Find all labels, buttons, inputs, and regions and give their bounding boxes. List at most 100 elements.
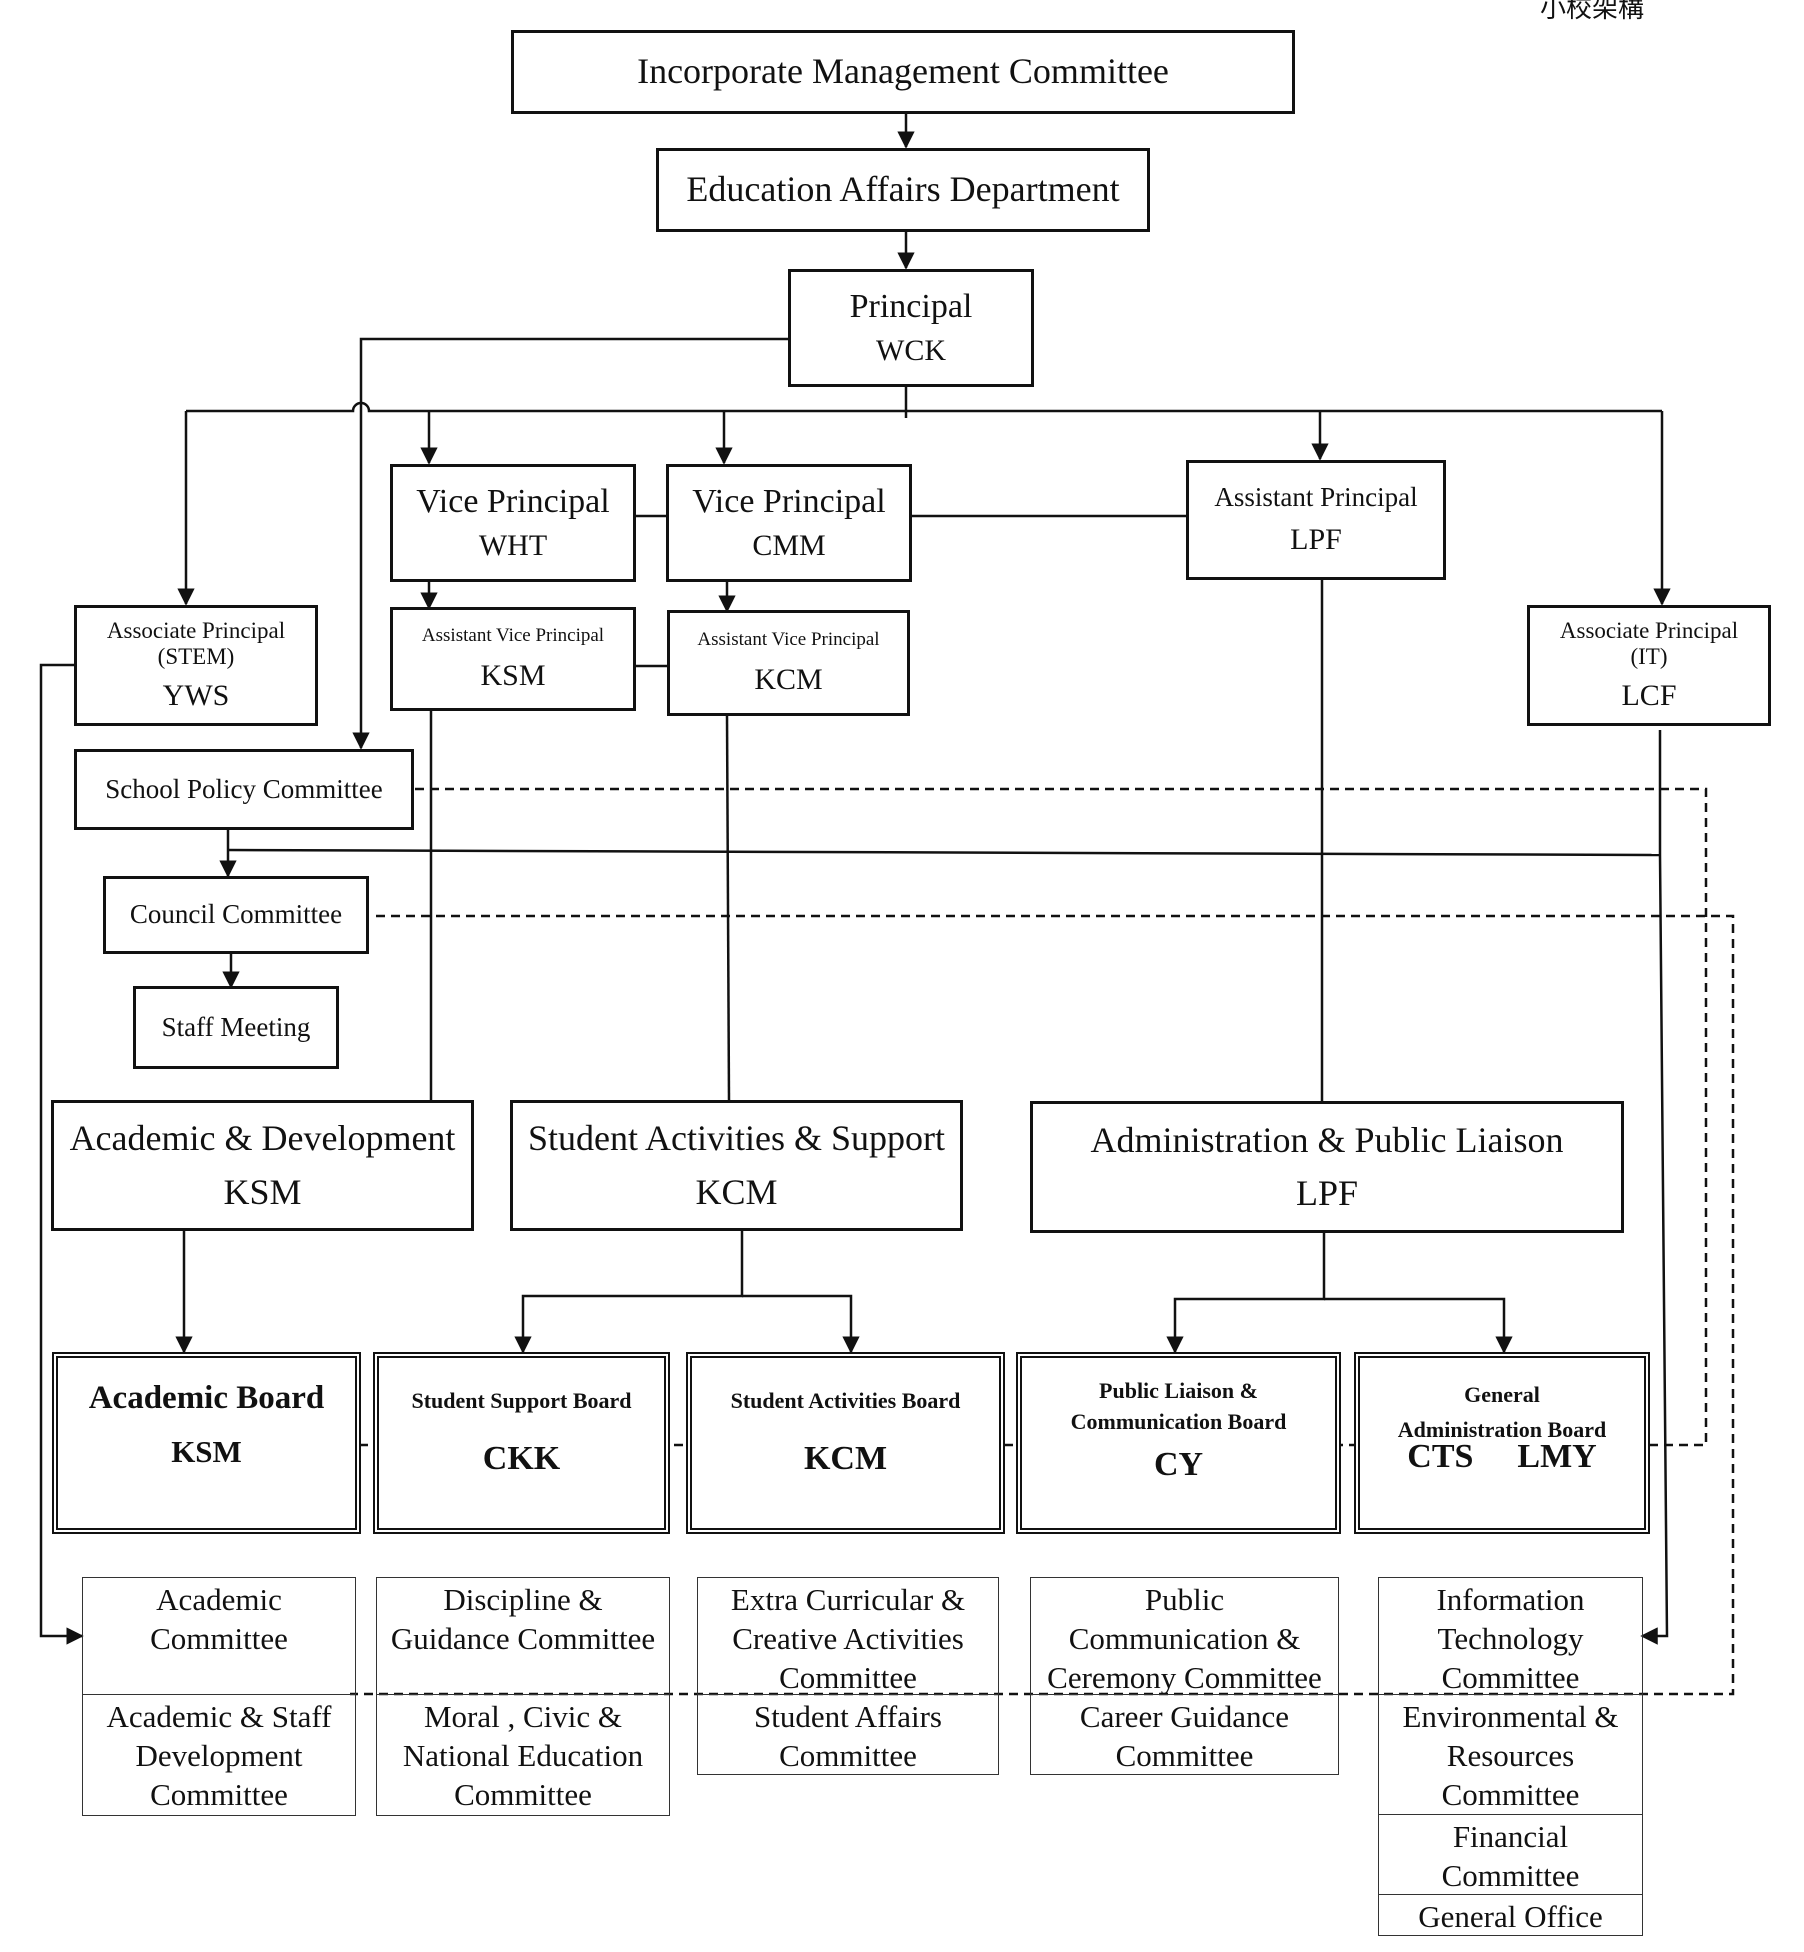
committee-line: Information [1436, 1582, 1585, 1617]
moral-civic-national-education-committee: Moral , Civic & National Education Commi… [376, 1694, 670, 1816]
extra-curricular-creative-activities-committee: Extra Curricular & Creative Activities C… [697, 1577, 999, 1695]
committee-line: Communication & [1068, 1621, 1301, 1656]
division-student-activities-support: Student Activities & Support KCM [510, 1100, 963, 1231]
board-title: Academic Board [88, 1380, 325, 1416]
division-academic-development: Academic & Development KSM [51, 1100, 474, 1231]
committee-line: Environmental & [1402, 1699, 1619, 1734]
board-title-line-1: General [1464, 1382, 1540, 1407]
associate-principal-name: LCF [1621, 678, 1677, 712]
career-guidance-committee: Career Guidance Committee [1030, 1694, 1339, 1775]
vice-principal-title: Vice Principal [692, 483, 886, 521]
board-names: CTS LMY [1407, 1437, 1596, 1476]
committee-line: Committee [1441, 1777, 1580, 1812]
division-administration-public-liaison: Administration & Public Liaison LPF [1030, 1101, 1624, 1233]
board-title: Student Activities Board [730, 1388, 961, 1413]
committee-line: General Office [1418, 1899, 1603, 1934]
associate-principal-title: Associate Principal [106, 617, 286, 643]
board-title-line-1: Public Liaison & [1099, 1378, 1258, 1403]
committee-line: Committee [454, 1777, 592, 1812]
associate-principal-title: Associate Principal [1559, 617, 1739, 643]
associate-principal-sub: (STEM) [157, 644, 235, 670]
information-technology-committee: Information Technology Committee [1378, 1577, 1643, 1695]
school-policy-committee-label: School Policy Committee [105, 773, 383, 804]
committee-line: Creative Activities [732, 1621, 964, 1656]
committee-line: Committee [150, 1621, 288, 1656]
student-activities-board: Student Activities Board KCM [686, 1352, 1005, 1534]
division-title: Student Activities & Support [527, 1118, 945, 1159]
assistant-vice-principal-title: Assistant Vice Principal [421, 624, 605, 646]
board-name: KSM [171, 1433, 242, 1469]
board-title-line-2: Administration Board [1397, 1417, 1607, 1443]
staff-meeting-label: Staff Meeting [161, 1011, 311, 1042]
committee-line: Committee [1441, 1660, 1580, 1695]
committee-line: Academic & Staff [106, 1699, 332, 1734]
incorporate-management-committee-box: Incorporate Management Committee [511, 30, 1295, 114]
discipline-guidance-committee: Discipline & Guidance Committee [376, 1577, 670, 1695]
committee-line: Committee [1441, 1858, 1580, 1893]
vice-principal-name: WHT [478, 529, 548, 563]
associate-principal-stem-box: Associate Principal (STEM) YWS [74, 605, 318, 726]
assistant-principal-box: Assistant Principal LPF [1186, 460, 1446, 580]
environmental-resources-committee: Environmental & Resources Committee [1378, 1694, 1643, 1815]
committee-line: Committee [779, 1738, 917, 1773]
vice-principal-wht-box: Vice Principal WHT [390, 464, 636, 582]
committee-line: Committee [1115, 1738, 1254, 1773]
assistant-vice-principal-name: KSM [480, 658, 546, 692]
committee-line: Discipline & [443, 1582, 603, 1617]
general-administration-board: General Administration Board CTS LMY [1354, 1352, 1650, 1534]
associate-principal-name: YWS [162, 678, 230, 712]
academic-board: Academic Board KSM [52, 1352, 361, 1534]
committee-line: Moral , Civic & [423, 1699, 623, 1734]
committee-line: Academic [156, 1582, 282, 1617]
public-liaison-communication-board: Public Liaison & Communication Board CY [1016, 1352, 1341, 1534]
board-name: CKK [482, 1440, 561, 1478]
committee-line: Ceremony Committee [1047, 1660, 1322, 1695]
education-affairs-department-label: Education Affairs Department [686, 169, 1120, 210]
incorporate-management-committee-label: Incorporate Management Committee [637, 51, 1169, 92]
principal-title: Principal [849, 288, 973, 326]
committee-line: Financial [1452, 1819, 1569, 1854]
board-name: KCM [803, 1440, 888, 1478]
general-office: General Office [1378, 1894, 1643, 1936]
assistant-principal-title: Assistant Principal [1214, 482, 1418, 513]
principal-name: WCK [876, 334, 946, 368]
financial-committee: Financial Committee [1378, 1814, 1643, 1895]
division-name: KSM [223, 1171, 302, 1212]
committee-line: Student Affairs [754, 1699, 942, 1734]
committee-line: Career Guidance [1079, 1699, 1290, 1734]
associate-principal-sub: (IT) [1630, 644, 1668, 670]
school-policy-committee-box: School Policy Committee [74, 749, 414, 830]
education-affairs-department-box: Education Affairs Department [656, 148, 1150, 232]
assistant-principal-name: LPF [1290, 523, 1342, 557]
committee-line: Committee [150, 1777, 288, 1812]
corner-text: 小校架構 [1540, 0, 1645, 23]
vice-principal-cmm-box: Vice Principal CMM [666, 464, 912, 582]
public-communication-ceremony-committee: Public Communication & Ceremony Committe… [1030, 1577, 1339, 1695]
division-name: LPF [1295, 1173, 1359, 1213]
council-committee-box: Council Committee [103, 876, 369, 954]
committee-line: Resources [1446, 1738, 1575, 1773]
committee-line: Technology [1437, 1621, 1584, 1656]
student-support-board: Student Support Board CKK [373, 1352, 670, 1534]
academic-committee: Academic Committee [82, 1577, 356, 1695]
assistant-vice-principal-kcm-box: Assistant Vice Principal KCM [667, 610, 910, 716]
vice-principal-name: CMM [752, 529, 826, 563]
committee-line: Committee [779, 1660, 917, 1695]
division-title: Academic & Development [69, 1118, 456, 1159]
committee-line: Development [135, 1738, 303, 1773]
academic-staff-development-committee: Academic & Staff Development Committee [82, 1694, 356, 1816]
committee-line: National Education [402, 1738, 644, 1773]
board-name: CY [1153, 1445, 1204, 1483]
staff-meeting-box: Staff Meeting [133, 986, 339, 1069]
division-title: Administration & Public Liaison [1090, 1119, 1564, 1160]
board-name-1: CTS [1407, 1437, 1474, 1475]
student-affairs-committee: Student Affairs Committee [697, 1694, 999, 1775]
board-title-line-2: Communication Board [1070, 1409, 1287, 1435]
board-title: Student Support Board [411, 1388, 632, 1413]
principal-box: Principal WCK [788, 269, 1034, 387]
committee-line: Public [1144, 1582, 1225, 1617]
assistant-vice-principal-title: Assistant Vice Principal [697, 628, 880, 650]
committee-line: Extra Curricular & [730, 1582, 966, 1617]
board-name-2: LMY [1517, 1437, 1597, 1475]
